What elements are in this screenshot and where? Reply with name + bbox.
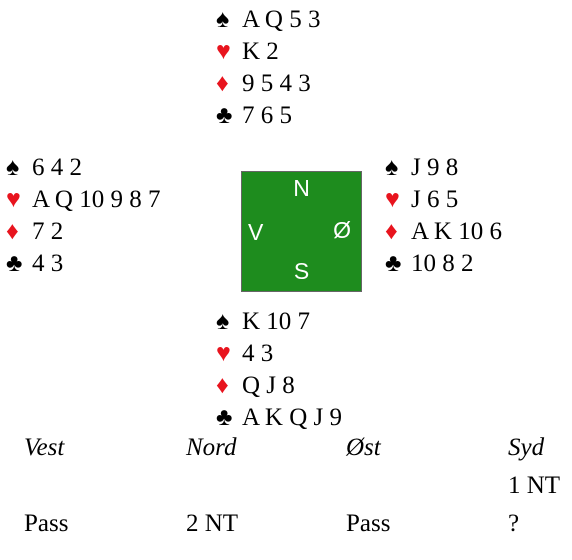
diamond-icon: ♦ [6,218,19,245]
west-spades: 6 4 2 [32,154,82,181]
east-clubs-row: ♣ 10 8 2 [385,248,502,280]
table-compass: N V Ø S [241,171,362,292]
bid-cell: 2 NT [186,510,239,537]
spade-icon: ♠ [216,6,230,33]
heart-icon: ♥ [216,340,231,367]
north-hearts: K 2 [242,38,279,65]
header-south: Syd [508,434,545,461]
spade-icon: ♠ [385,154,399,181]
heart-icon: ♥ [216,38,231,65]
header-east: Øst [346,434,381,461]
diamond-icon: ♦ [216,372,229,399]
east-hearts-row: ♥ J 6 5 [385,184,502,216]
bidding-row: 1 NT [24,472,564,510]
bidding-table: Vest Nord Øst Syd 1 NT Pass 2 NT Pass ? [24,434,564,548]
east-spades: J 9 8 [411,154,459,181]
north-diamonds: 9 5 4 3 [242,70,311,97]
north-diamonds-row: ♦ 9 5 4 3 [216,68,320,100]
club-icon: ♣ [385,250,402,277]
east-hand: ♠ J 9 8 ♥ J 6 5 ♦ A K 10 6 ♣ 10 8 2 [385,152,502,280]
spade-icon: ♠ [216,308,230,335]
spade-icon: ♠ [6,154,20,181]
south-diamonds: Q J 8 [242,372,295,399]
compass-east: Ø [333,217,351,243]
south-clubs: A K Q J 9 [242,404,343,431]
west-diamonds: 7 2 [32,218,64,245]
compass-west: V [248,219,264,245]
diamond-icon: ♦ [385,218,398,245]
header-west: Vest [24,434,65,461]
club-icon: ♣ [216,404,233,431]
north-hand: ♠ A Q 5 3 ♥ K 2 ♦ 9 5 4 3 ♣ 7 6 5 [216,4,320,132]
west-spades-row: ♠ 6 4 2 [6,152,160,184]
bid-cell: 1 NT [508,472,561,499]
west-hearts: A Q 10 9 8 7 [32,186,161,213]
bid-cell: Pass [24,510,69,537]
west-hand: ♠ 6 4 2 ♥ A Q 10 9 8 7 ♦ 7 2 ♣ 4 3 [6,152,160,280]
bidding-row: Pass 2 NT Pass ? [24,510,564,548]
compass-north: N [293,175,310,201]
south-clubs-row: ♣ A K Q J 9 [216,402,342,434]
south-diamonds-row: ♦ Q J 8 [216,370,342,402]
bid-cell: Pass [346,510,391,537]
bidding-header-row: Vest Nord Øst Syd [24,434,564,472]
north-spades: A Q 5 3 [242,6,321,33]
west-hearts-row: ♥ A Q 10 9 8 7 [6,184,160,216]
west-clubs-row: ♣ 4 3 [6,248,160,280]
header-north: Nord [186,434,237,461]
heart-icon: ♥ [385,186,400,213]
south-hearts-row: ♥ 4 3 [216,338,342,370]
east-spades-row: ♠ J 9 8 [385,152,502,184]
compass-south: S [293,258,310,284]
east-diamonds-row: ♦ A K 10 6 [385,216,502,248]
north-hearts-row: ♥ K 2 [216,36,320,68]
south-spades-row: ♠ K 10 7 [216,306,342,338]
east-hearts: J 6 5 [411,186,459,213]
west-clubs: 4 3 [32,250,64,277]
diamond-icon: ♦ [216,70,229,97]
heart-icon: ♥ [6,186,21,213]
bid-cell: ? [508,510,520,537]
north-spades-row: ♠ A Q 5 3 [216,4,320,36]
west-diamonds-row: ♦ 7 2 [6,216,160,248]
north-clubs: 7 6 5 [242,102,292,129]
club-icon: ♣ [216,102,233,129]
east-diamonds: A K 10 6 [411,218,502,245]
south-spades: K 10 7 [242,308,311,335]
club-icon: ♣ [6,250,23,277]
south-hand: ♠ K 10 7 ♥ 4 3 ♦ Q J 8 ♣ A K Q J 9 [216,306,342,434]
south-hearts: 4 3 [242,340,274,367]
east-clubs: 10 8 2 [411,250,474,277]
north-clubs-row: ♣ 7 6 5 [216,100,320,132]
